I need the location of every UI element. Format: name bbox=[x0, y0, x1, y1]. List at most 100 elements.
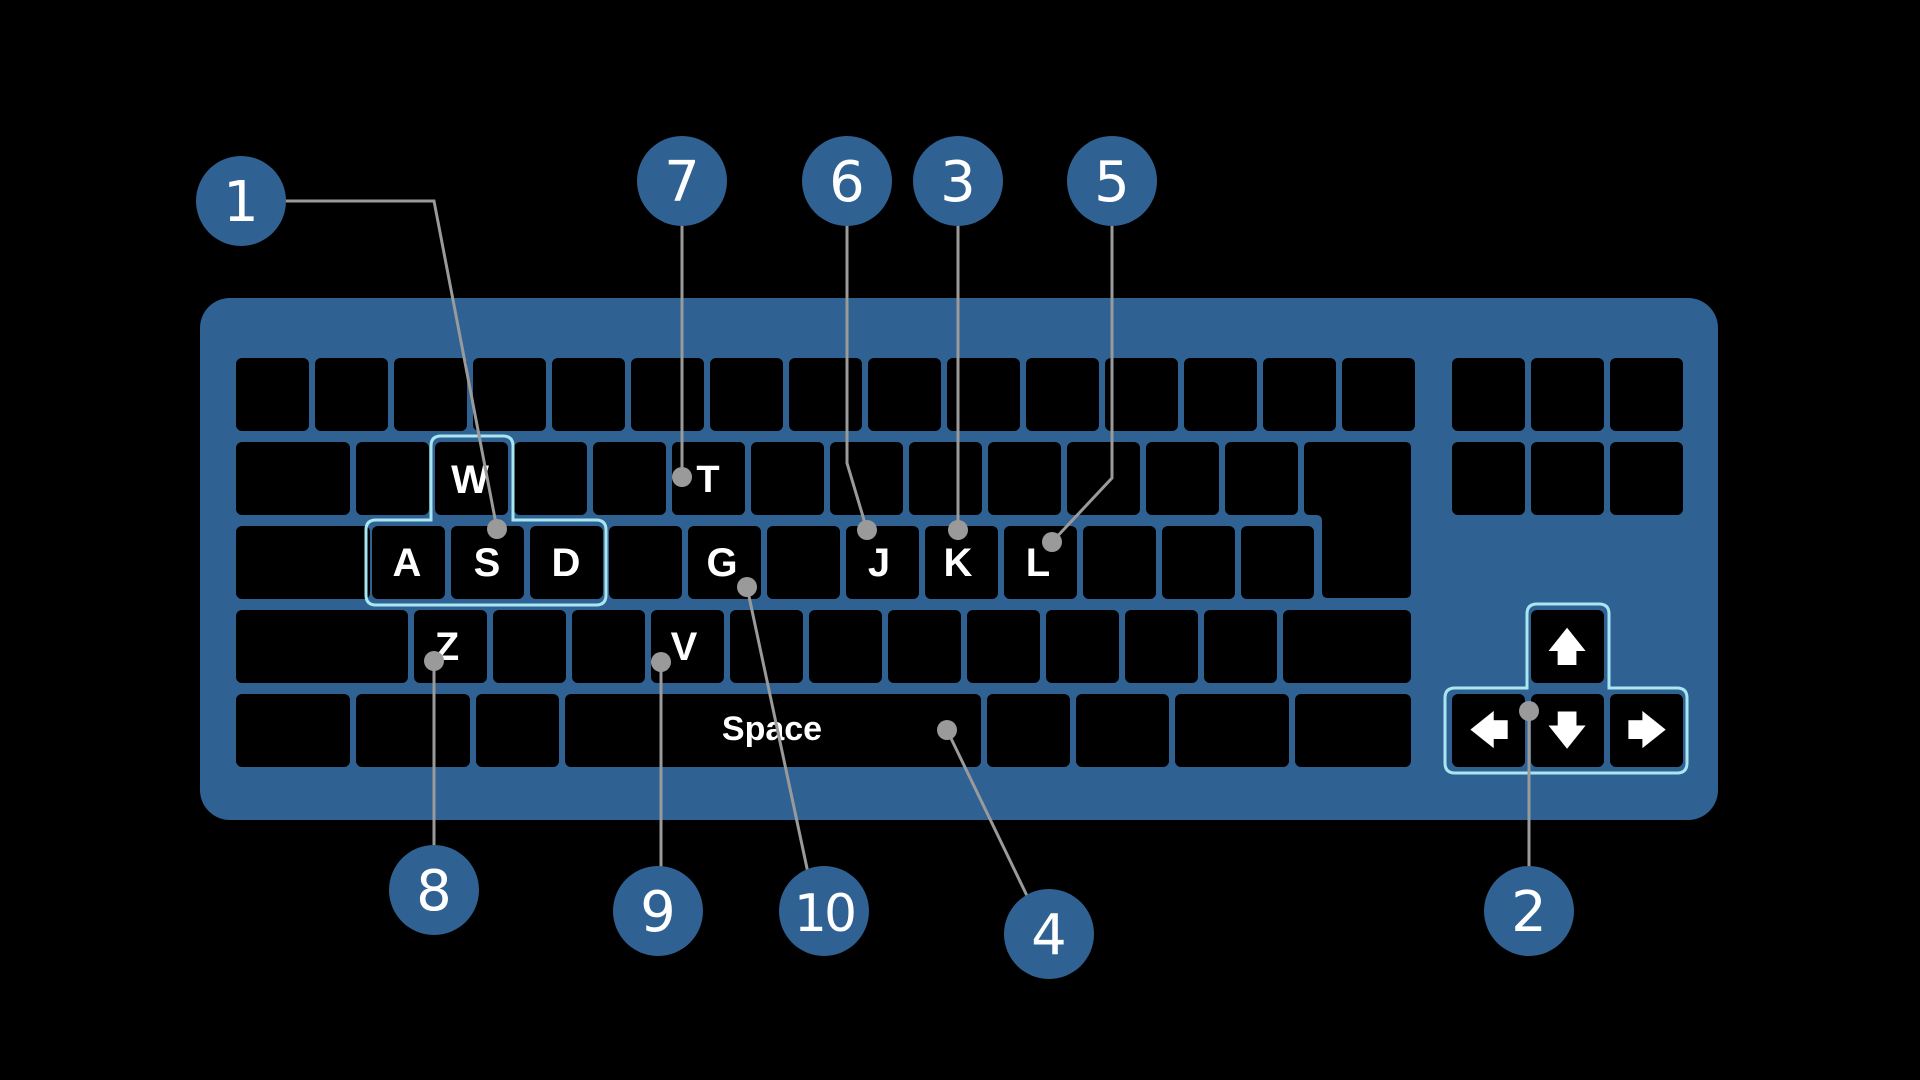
key bbox=[1452, 442, 1525, 515]
key-d-label: D bbox=[552, 541, 581, 585]
callout-3: 3 bbox=[913, 136, 1003, 226]
key-g-label: G bbox=[706, 541, 737, 585]
key-ctrl-left bbox=[236, 694, 350, 767]
callout-2-label: 2 bbox=[1511, 880, 1547, 945]
leader-dot-8 bbox=[424, 651, 444, 671]
callout-9-label: 9 bbox=[640, 880, 676, 945]
callout-5-label: 5 bbox=[1094, 150, 1130, 215]
key-fn bbox=[1175, 694, 1289, 767]
key bbox=[789, 358, 862, 431]
key bbox=[514, 442, 587, 515]
key bbox=[1531, 442, 1604, 515]
key-j: J bbox=[846, 526, 919, 599]
key bbox=[1531, 358, 1604, 431]
key bbox=[710, 358, 783, 431]
key-a-label: A bbox=[393, 541, 422, 585]
key bbox=[552, 358, 625, 431]
key bbox=[947, 358, 1020, 431]
leader-dot-3 bbox=[948, 520, 968, 540]
callout-6-label: 6 bbox=[829, 150, 865, 215]
key bbox=[1162, 526, 1235, 599]
leader-line-10 bbox=[745, 586, 810, 874]
key bbox=[1026, 358, 1099, 431]
key-l: L bbox=[1004, 526, 1077, 599]
callout-10-label: 10 bbox=[794, 884, 854, 944]
leader-line-1 bbox=[270, 199, 499, 530]
arrow-right-icon: 🡆 bbox=[1626, 708, 1667, 754]
leader-dots bbox=[424, 467, 1539, 740]
callout-8: 8 bbox=[389, 845, 479, 935]
callout-4: 4 bbox=[1004, 889, 1094, 979]
callout-5: 5 bbox=[1067, 136, 1157, 226]
key bbox=[967, 610, 1040, 683]
key bbox=[1610, 442, 1683, 515]
key bbox=[315, 358, 388, 431]
key-v-label: V bbox=[671, 625, 698, 669]
key bbox=[1342, 358, 1415, 431]
callout-4-label: 4 bbox=[1031, 903, 1067, 968]
key-space-label: Space bbox=[722, 710, 822, 748]
key-s: S bbox=[451, 526, 524, 599]
key bbox=[473, 358, 546, 431]
key-shift-left bbox=[236, 610, 408, 683]
leader-dot-5 bbox=[1042, 532, 1062, 552]
arrow-up-icon: 🡅 bbox=[1546, 624, 1587, 670]
key-d: D bbox=[530, 526, 603, 599]
key bbox=[394, 358, 467, 431]
key-z: Z bbox=[414, 610, 487, 683]
key bbox=[493, 610, 566, 683]
key-shift-right bbox=[1283, 610, 1411, 683]
key bbox=[593, 442, 666, 515]
key-arrow-left: 🡄 bbox=[1452, 694, 1525, 767]
callout-1: 1 bbox=[196, 156, 286, 246]
callout-10: 10 bbox=[779, 866, 869, 956]
key-t-label: T bbox=[696, 459, 719, 501]
row-bottom bbox=[236, 610, 1411, 683]
leader-line-6 bbox=[845, 210, 869, 531]
key bbox=[1610, 358, 1683, 431]
key-alt-left bbox=[356, 694, 470, 767]
key bbox=[236, 358, 309, 431]
key-ctrl-right bbox=[1295, 694, 1411, 767]
arrow-highlight bbox=[1443, 602, 1689, 775]
callout-9: 9 bbox=[613, 866, 703, 956]
key bbox=[830, 442, 903, 515]
leader-dot-1 bbox=[487, 519, 507, 539]
key-caps bbox=[236, 526, 370, 599]
leader-lines bbox=[270, 199, 1531, 903]
callout-6: 6 bbox=[802, 136, 892, 226]
key-t: T bbox=[672, 442, 745, 515]
leader-dot-7 bbox=[672, 467, 692, 487]
leader-dot-6 bbox=[857, 520, 877, 540]
key-alt-right bbox=[1076, 694, 1169, 767]
key-cmd-left bbox=[476, 694, 559, 767]
key bbox=[1046, 610, 1119, 683]
key-w: W bbox=[435, 442, 508, 515]
key bbox=[751, 442, 824, 515]
key-a: A bbox=[372, 526, 445, 599]
key bbox=[888, 610, 961, 683]
key-arrow-right: 🡆 bbox=[1610, 694, 1683, 767]
key-k-label: K bbox=[944, 541, 973, 585]
leader-dot-2 bbox=[1519, 701, 1539, 721]
callout-7-label: 7 bbox=[664, 150, 700, 215]
row-function bbox=[236, 358, 1683, 431]
row-space bbox=[236, 694, 1411, 767]
key bbox=[1263, 358, 1336, 431]
key-s-label: S bbox=[474, 541, 501, 585]
key bbox=[767, 526, 840, 599]
key bbox=[809, 610, 882, 683]
key bbox=[868, 358, 941, 431]
arrow-left-icon: 🡄 bbox=[1468, 708, 1509, 754]
key bbox=[1105, 358, 1178, 431]
key bbox=[988, 442, 1061, 515]
key bbox=[631, 358, 704, 431]
key bbox=[609, 526, 682, 599]
callout-8-label: 8 bbox=[416, 859, 452, 924]
callout-3-label: 3 bbox=[940, 150, 976, 215]
key bbox=[1204, 610, 1277, 683]
key bbox=[1125, 610, 1198, 683]
key bbox=[730, 610, 803, 683]
key-w-label: W bbox=[451, 458, 489, 502]
